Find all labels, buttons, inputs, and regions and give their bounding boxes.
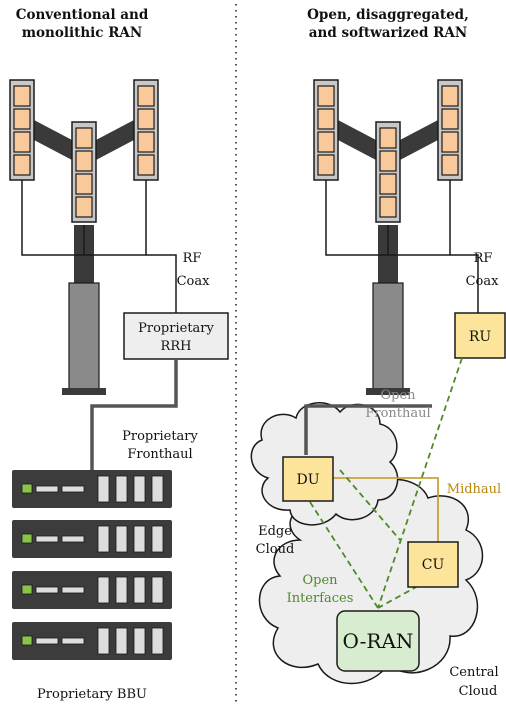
left-coax-label: Coax [177,274,211,289]
ru-box: RU [454,312,506,359]
midhaul-line [332,477,439,542]
right-antenna-tower [314,80,462,395]
open-interface-du-oran [309,501,379,609]
du-box: DU [282,456,334,502]
edge-cloud-label-line1: Edge [258,524,292,539]
open-interface-du-midhaul [339,469,401,541]
right-title-line2: and softwarized RAN [309,25,467,41]
proprietary-fronthaul-line [90,359,178,470]
open-interfaces-label-line1: Open [302,573,338,588]
edge-cloud-label-line2: Cloud [256,542,295,557]
right-rf-label: RF [474,251,493,266]
open-interface-ru-oran [377,357,463,609]
left-rf-label: RF [183,251,202,266]
midhaul-label: Midhaul [447,482,501,497]
proprietary-rrh-box: Proprietary RRH [123,312,229,360]
cu-label: CU [422,557,445,573]
bbu-label: Proprietary BBU [37,687,147,702]
right-title-line1: Open, disaggregated, [307,7,469,23]
right-panel: Open, disaggregated, and softwarized RAN… [250,7,506,699]
left-panel: Conventional and monolithic RAN RF Coax … [10,7,229,702]
rrh-label-line1: Proprietary [138,321,214,336]
oran-label: O-RAN [343,629,414,653]
proprietary-fronthaul-line2: Fronthaul [127,447,192,462]
proprietary-fronthaul-line1: Proprietary [122,429,198,444]
left-title-line2: monolithic RAN [22,25,143,41]
open-interfaces-label-line2: Interfaces [287,591,354,606]
rrh-label-line2: RRH [161,339,192,354]
right-coax-label: Coax [466,274,500,289]
du-label: DU [296,472,319,488]
ru-label: RU [469,329,492,345]
open-fronthaul-label-line1: Open [380,388,416,403]
central-cloud-label-line1: Central [449,665,498,680]
cu-box: CU [407,541,459,588]
oran-box: O-RAN [336,610,420,672]
left-rf-coax-line [146,254,177,313]
open-fronthaul-line [304,404,432,455]
open-fronthaul-label-line2: Fronthaul [365,406,430,421]
central-cloud-label-line2: Cloud [459,684,498,699]
left-title-line1: Conventional and [16,7,149,23]
right-rf-coax-line [450,254,479,313]
open-interface-cu-oran [377,585,419,609]
proprietary-bbu-rack [11,469,173,661]
